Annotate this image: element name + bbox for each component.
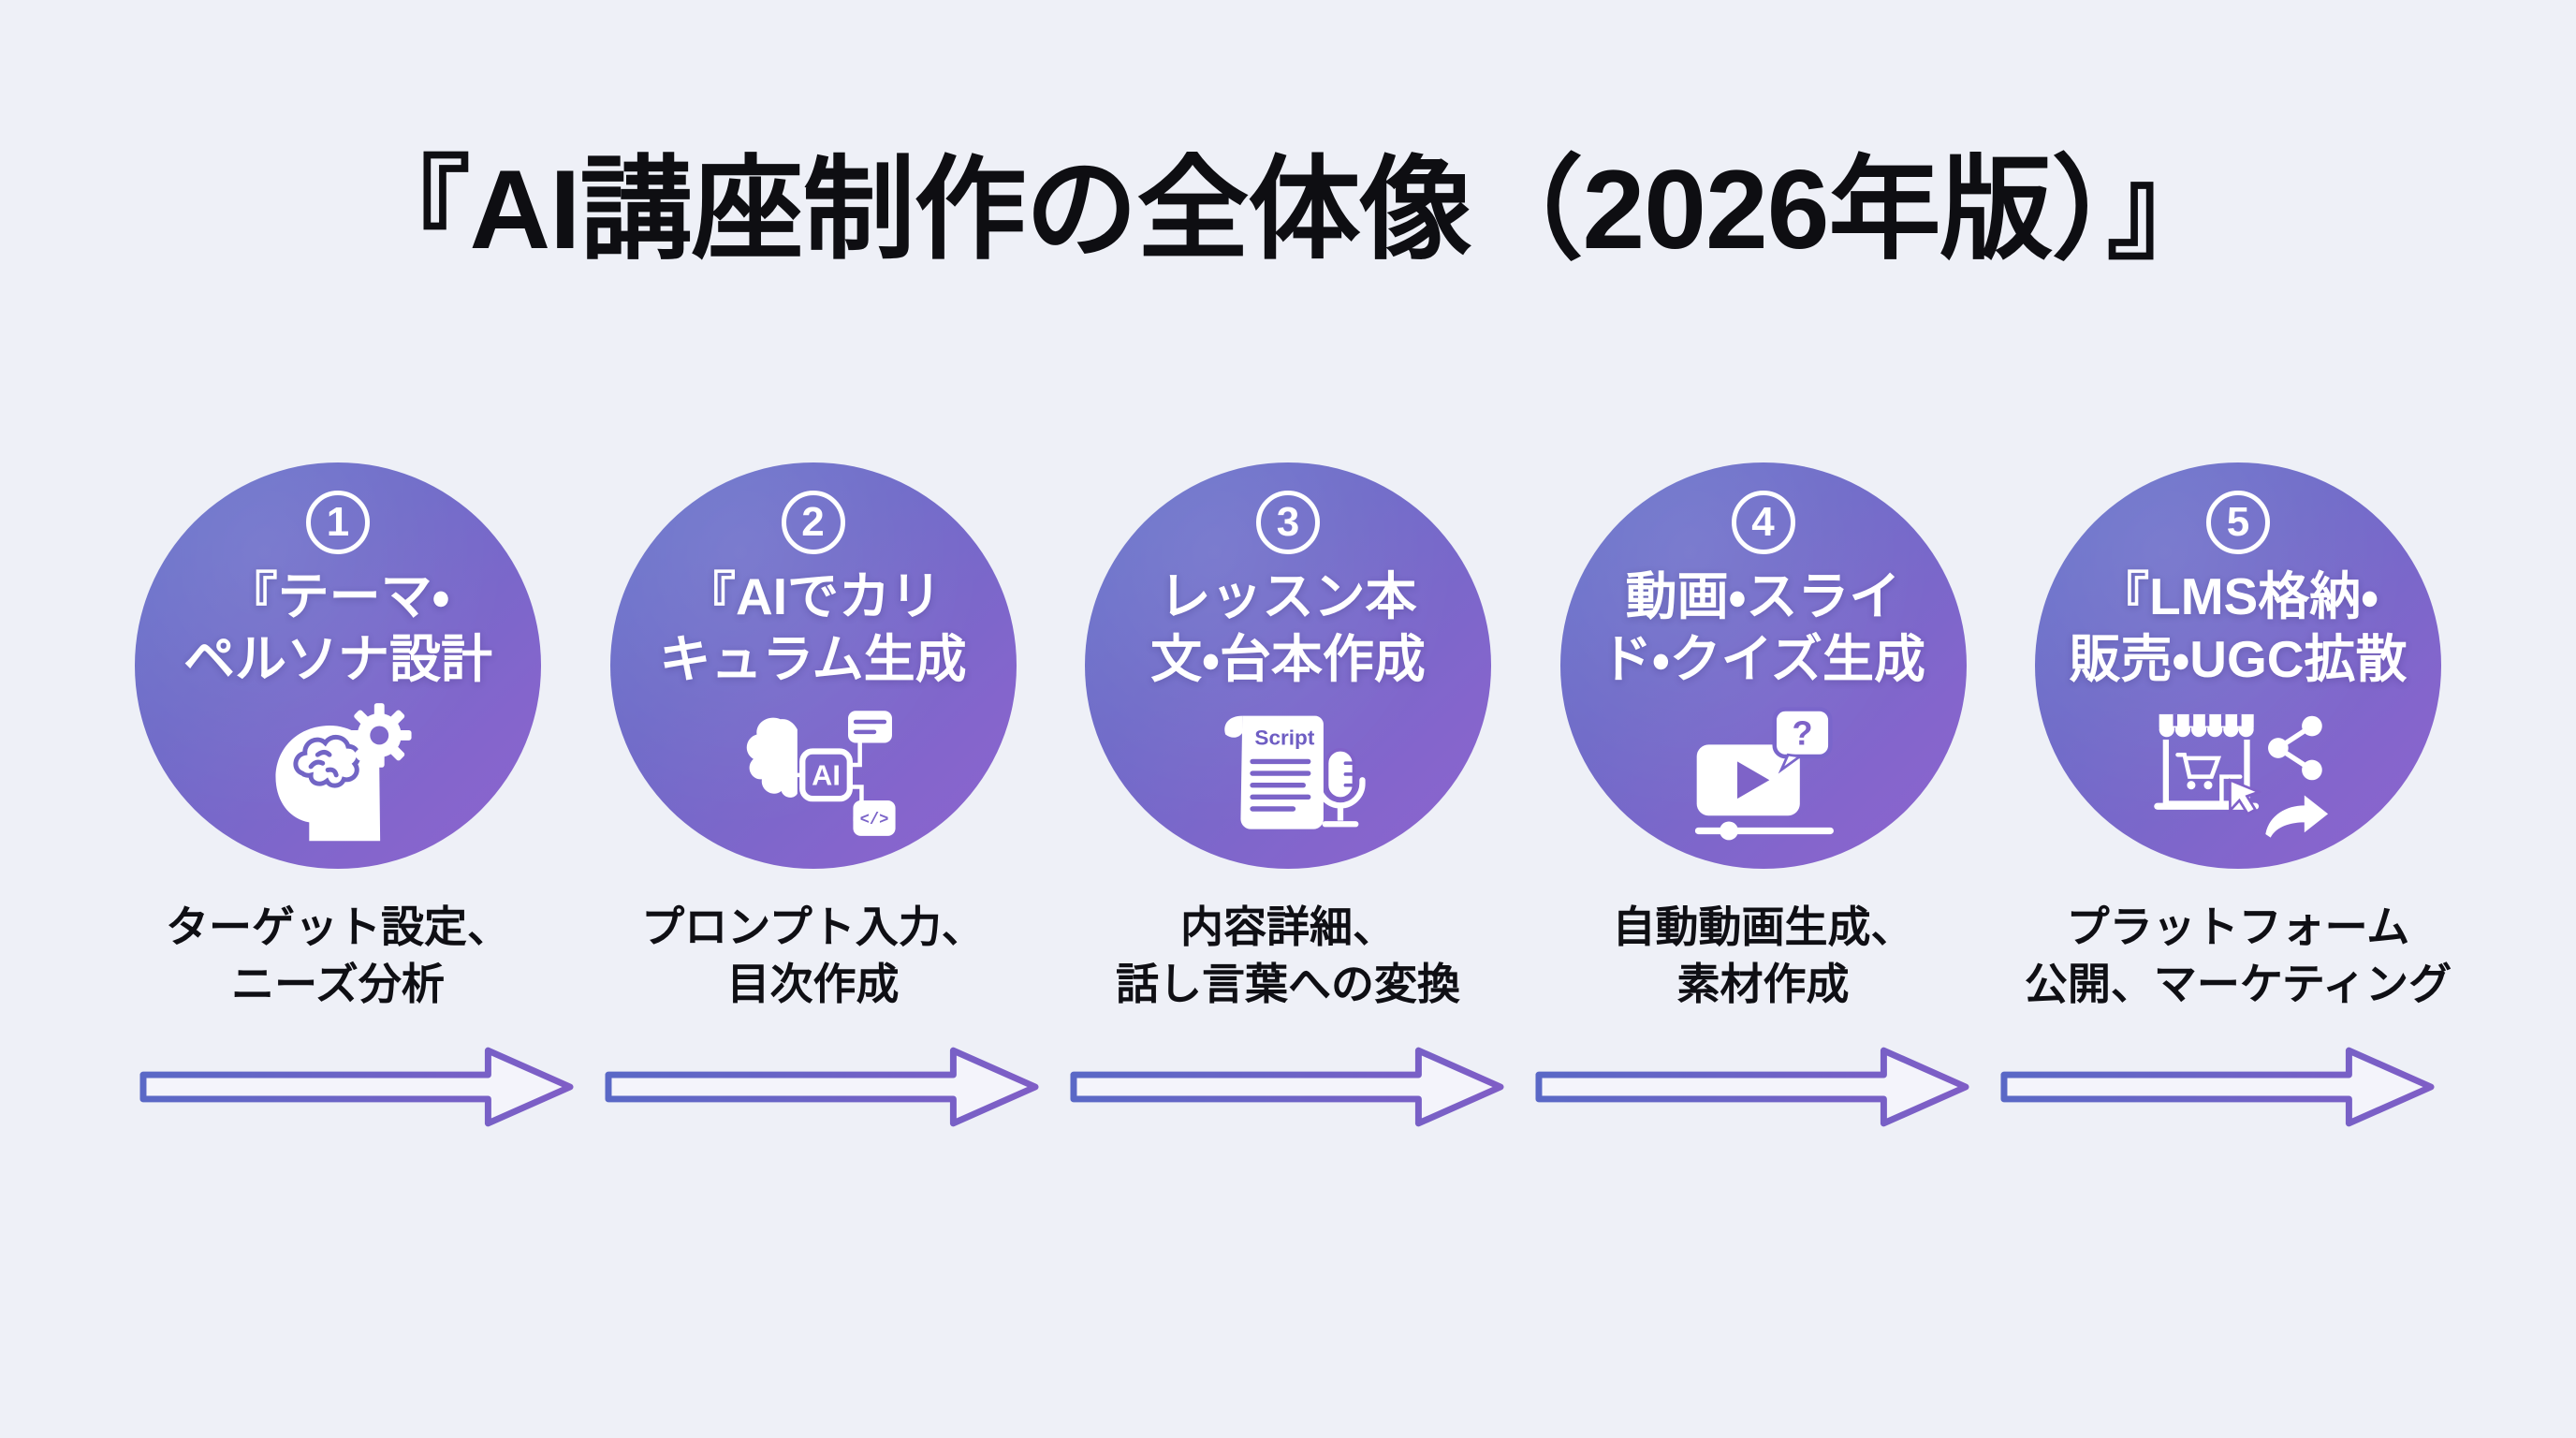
step-3-description-line2: 話し言葉への変換 xyxy=(1116,959,1460,1008)
video-player-quiz-icon: ? xyxy=(1675,695,1852,844)
ai-brain-workflow-icon: AI </> xyxy=(724,695,902,844)
step-3-number-badge: 3 xyxy=(1256,491,1320,554)
script-microphone-icon: Script xyxy=(1203,695,1373,844)
step-2-number-badge: 2 xyxy=(781,491,845,554)
step-3-number: 3 xyxy=(1276,499,1300,545)
step-4-number: 4 xyxy=(1751,499,1775,545)
step-1-number-badge: 1 xyxy=(306,491,370,554)
ai-chip-text: AI xyxy=(812,759,841,792)
step-1: 1 『テーマ・ ペルソナ設計 xyxy=(114,462,562,1012)
step-1-description: ターゲット設定、 ニーズ分析 xyxy=(166,899,510,1012)
step-3-description: 内容詳細、 話し言葉への変換 xyxy=(1116,899,1460,1012)
step-2-label: 『AIでカリ キュラム生成 xyxy=(659,565,966,691)
step-2-description-line1: プロンプト入力、 xyxy=(641,902,985,951)
step-1-label-line1: 『テーマ・ xyxy=(226,567,450,625)
step-4-description-line1: 自動動画生成、 xyxy=(1612,902,1914,951)
step-1-description-line1: ターゲット設定、 xyxy=(166,902,510,951)
step-2-label-line2: キュラム生成 xyxy=(659,630,967,689)
step-4-description-line2: 素材作成 xyxy=(1676,959,1850,1008)
step-4: 4 動画・スライ ド・クイズ生成 ? xyxy=(1540,462,1987,1012)
flow-arrow-5 xyxy=(2000,1048,2435,1127)
step-5-description-line1: プラットフォーム xyxy=(2066,902,2410,951)
step-2-number: 2 xyxy=(801,499,825,545)
storefront-share-icon xyxy=(2139,695,2337,844)
step-3-label-line1: レッスン本 xyxy=(1159,567,1417,625)
step-1-label: 『テーマ・ ペルソナ設計 xyxy=(183,565,492,691)
step-1-circle: 1 『テーマ・ ペルソナ設計 xyxy=(135,462,541,869)
step-3-label-line2: 文・台本作成 xyxy=(1150,630,1426,689)
step-2-description-line2: 目次作成 xyxy=(726,959,900,1008)
step-2-description: プロンプト入力、 目次作成 xyxy=(641,899,985,1012)
step-2-label-line1: 『AIでカリ xyxy=(683,567,942,625)
step-5-label: 『LMS格納・ 販売・UGC拡散 xyxy=(2070,565,2408,691)
step-4-description: 自動動画生成、 素材作成 xyxy=(1613,899,1914,1012)
page-title: 『AI講座制作の全体像（2026年版）』 xyxy=(358,147,2219,272)
step-3-circle: 3 レッスン本 文・台本作成 Script xyxy=(1085,462,1491,869)
step-4-label: 動画・スライ ド・クイズ生成 xyxy=(1601,565,1925,691)
step-5: 5 『LMS格納・ 販売・UGC拡散 xyxy=(2014,462,2462,1012)
step-5-label-line2: 販売・UGC拡散 xyxy=(2069,630,2408,689)
step-2-circle: 2 『AIでカリ キュラム生成 AI xyxy=(609,462,1017,869)
step-5-description: プラットフォーム 公開、マーケティング xyxy=(2025,899,2452,1012)
step-1-label-line2: ペルソナ設計 xyxy=(183,630,492,689)
step-3-description-line1: 内容詳細、 xyxy=(1180,902,1396,951)
quiz-question-text: ? xyxy=(1792,714,1812,753)
step-3: 3 レッスン本 文・台本作成 Script xyxy=(1064,462,1512,1012)
flow-arrow-4 xyxy=(1535,1048,1969,1127)
step-4-label-line2: ド・クイズ生成 xyxy=(1600,630,1926,689)
step-5-circle: 5 『LMS格納・ 販売・UGC拡散 xyxy=(2035,462,2441,869)
flow-arrow-3 xyxy=(1070,1048,1504,1127)
step-4-circle: 4 動画・スライ ド・クイズ生成 ? xyxy=(1559,462,1967,869)
script-label-text: Script xyxy=(1254,726,1314,750)
head-brain-gear-icon xyxy=(253,695,423,844)
step-2: 2 『AIでカリ キュラム生成 AI xyxy=(590,462,1037,1012)
steps-row: 1 『テーマ・ ペルソナ設計 xyxy=(0,462,2576,1012)
code-box-text: </> xyxy=(859,812,888,829)
step-1-description-line2: ニーズ分析 xyxy=(231,959,445,1008)
step-4-label-line1: 動画・スライ xyxy=(1625,567,1901,625)
step-5-label-line1: 『LMS格納・ xyxy=(2098,567,2378,625)
step-5-number-badge: 5 xyxy=(2206,491,2270,554)
flow-arrow-1 xyxy=(139,1048,574,1127)
step-5-number: 5 xyxy=(2226,499,2250,545)
step-3-label: レッスン本 文・台本作成 xyxy=(1150,565,1426,691)
step-5-description-line2: 公開、マーケティング xyxy=(2024,959,2452,1008)
flow-arrow-2 xyxy=(605,1048,1039,1127)
step-4-number-badge: 4 xyxy=(1731,491,1795,554)
flow-arrows-row xyxy=(0,1044,2576,1130)
step-1-number: 1 xyxy=(326,499,350,545)
